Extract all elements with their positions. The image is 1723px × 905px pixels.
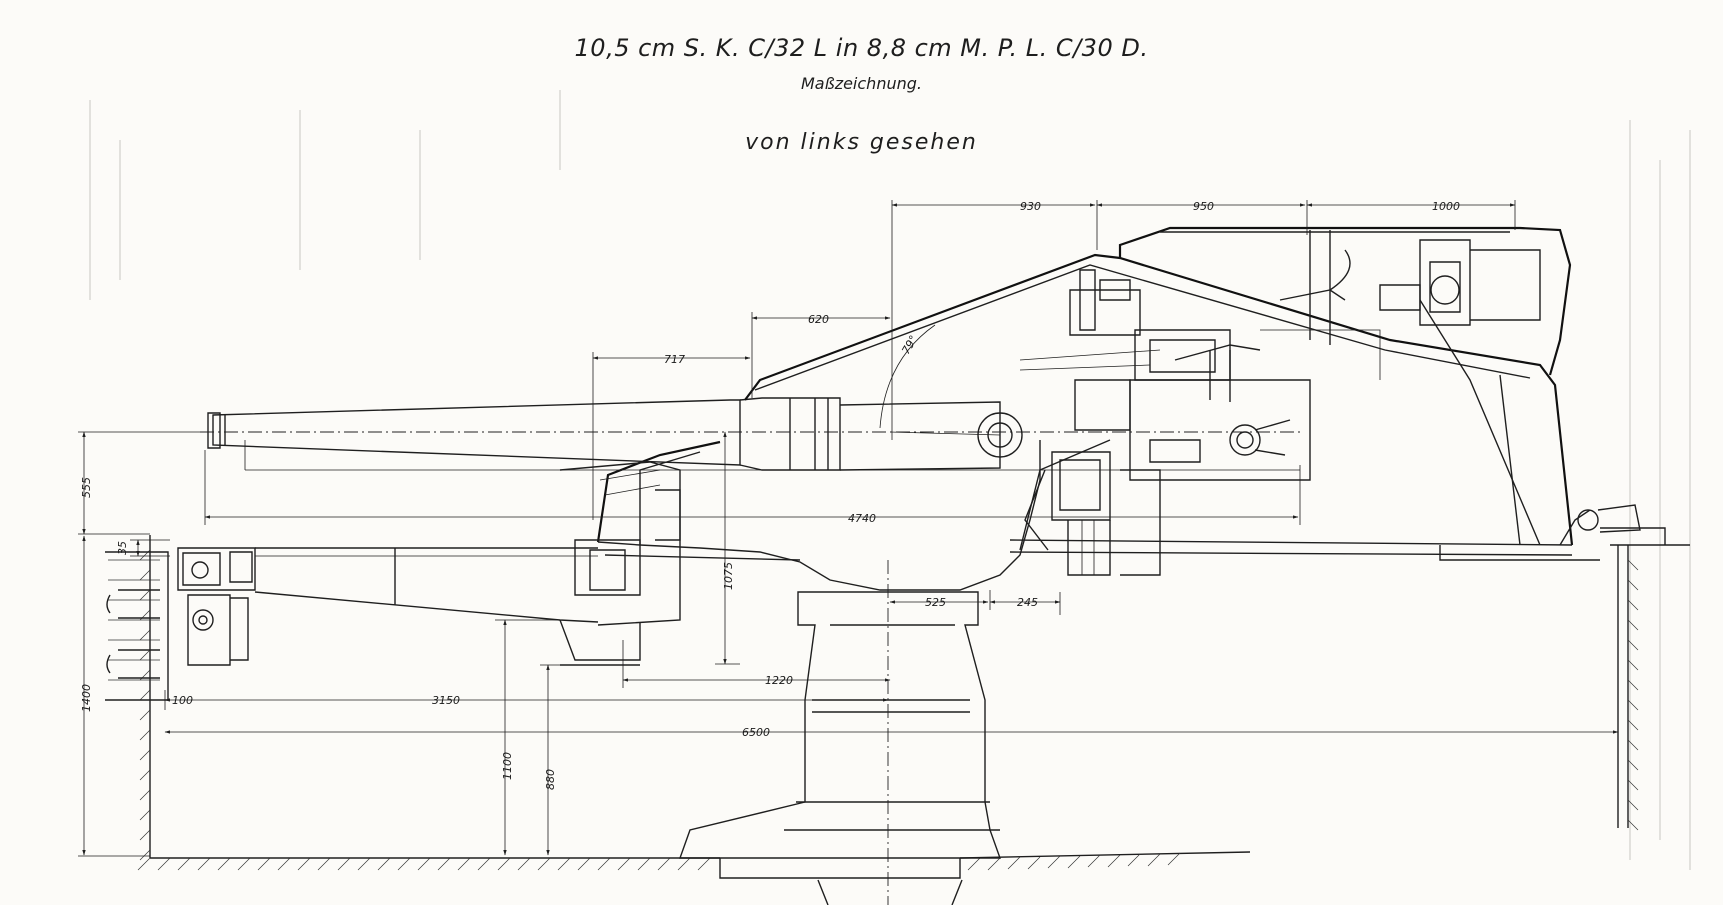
drawing-subtitle: Maßzeichnung. xyxy=(801,74,922,93)
dimension-labels: 930 950 1000 620 717 79° 4740 555 35 107… xyxy=(80,200,1460,790)
carriage xyxy=(596,439,1111,591)
shield xyxy=(744,226,1641,576)
dim-950: 950 xyxy=(1193,200,1214,213)
pedestal xyxy=(679,560,1001,905)
dim-6500: 6500 xyxy=(742,726,770,739)
dim-245: 245 xyxy=(1017,596,1038,609)
dim-100: 100 xyxy=(172,694,193,707)
dim-35: 35 xyxy=(116,541,129,555)
paper-show-through xyxy=(89,90,1691,870)
dim-1220: 1220 xyxy=(765,674,793,687)
dim-620: 620 xyxy=(808,313,829,326)
dim-1400: 1400 xyxy=(80,684,93,712)
dim-930: 930 xyxy=(1020,200,1041,213)
dim-3150: 3150 xyxy=(432,694,460,707)
dim-angle: 79° xyxy=(899,333,920,356)
dim-1000: 1000 xyxy=(1432,200,1460,213)
dim-525: 525 xyxy=(925,596,946,609)
dim-555: 555 xyxy=(80,477,93,498)
dim-1075: 1075 xyxy=(722,562,735,590)
foundation xyxy=(105,527,1690,879)
dim-1100: 1100 xyxy=(501,752,514,780)
view-caption: von links gesehen xyxy=(745,130,978,155)
dim-4740: 4740 xyxy=(848,512,876,525)
dim-717: 717 xyxy=(664,353,685,366)
gun-barrel xyxy=(200,397,1300,471)
dimension-lines xyxy=(78,200,1619,857)
drawing-title: 10,5 cm S. K. C/32 L in 8,8 cm M. P. L. … xyxy=(574,34,1149,62)
dim-880: 880 xyxy=(544,769,557,790)
